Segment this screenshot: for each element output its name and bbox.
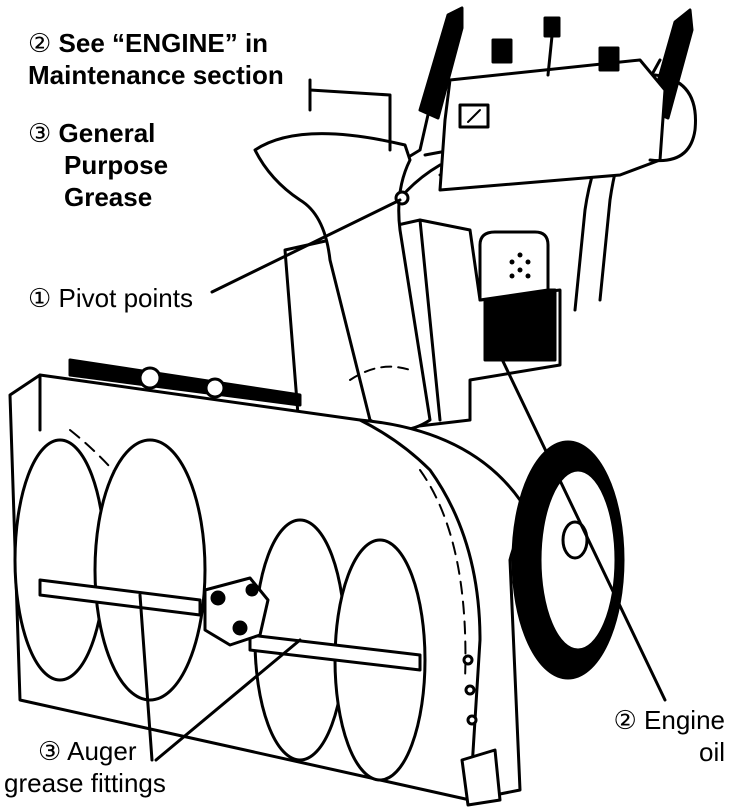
gearbox <box>203 576 270 647</box>
auger-fittings-number: ③ <box>38 736 62 766</box>
auger-fittings-label: ③ Auger <box>38 736 137 767</box>
general-grease-line3: Grease <box>64 182 153 212</box>
control-panel <box>438 58 667 192</box>
wheel <box>511 440 625 680</box>
engine-oil-line1: Engine <box>644 705 725 735</box>
engine-cover <box>483 288 557 362</box>
engine-maintenance-line1: See “ENGINE” in <box>58 28 269 58</box>
left-handle-grip <box>418 6 464 120</box>
engine-oil-label: ② Engine <box>613 705 725 736</box>
skid-shoe <box>460 748 502 807</box>
leader-pivot-points <box>210 198 402 294</box>
muffler-vents <box>509 252 531 279</box>
engine-maintenance-label: ② See “ENGINE” in <box>28 28 268 59</box>
auger-fittings-line2: grease fittings <box>4 768 166 798</box>
leader-auger-fitting-right <box>154 638 302 762</box>
general-grease-label: ③ General <box>28 118 155 149</box>
pivot-points-label: ① Pivot points <box>28 283 193 314</box>
engine-oil-line2: oil <box>698 737 725 767</box>
leader-engine-oil <box>486 328 667 702</box>
muffler <box>478 230 550 302</box>
linkage-shaft <box>68 358 302 407</box>
auger-fittings-line1: Auger <box>67 736 137 766</box>
control-levers <box>491 16 620 77</box>
pivot-points-number: ① <box>28 283 52 313</box>
general-grease-line1: General <box>58 118 156 148</box>
rear-guard <box>648 73 697 163</box>
general-grease-line2: Purpose <box>64 150 169 180</box>
general-grease-number: ③ <box>28 118 52 148</box>
engine-maintenance-number: ② <box>28 28 52 58</box>
pivot-points-text: Pivot points <box>58 283 193 313</box>
engine-oil-number: ② <box>613 705 637 735</box>
engine-maintenance-line2: Maintenance section <box>28 60 284 90</box>
housing-bolts <box>462 654 478 726</box>
leader-auger-fitting-left <box>138 593 154 762</box>
